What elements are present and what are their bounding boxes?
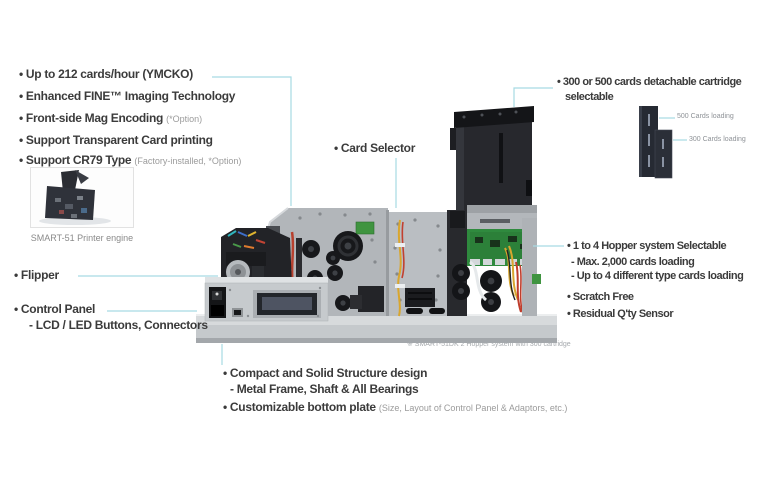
label-500-cards: 500 Cards loading xyxy=(677,113,734,120)
feature-mag-encoding-text: • Front-side Mag Encoding xyxy=(19,111,164,125)
label-control-panel-sub: - LCD / LED Buttons, Connectors xyxy=(29,318,208,332)
printer-machine-photo xyxy=(196,106,557,343)
feature-cr79: • Support CR79 Type (Factory-installed, … xyxy=(19,154,241,168)
label-300-cards: 300 Cards loading xyxy=(689,136,746,143)
feature-fine-imaging: • Enhanced FINE™ Imaging Technology xyxy=(19,89,236,103)
card-cartridge-tower xyxy=(450,106,534,212)
label-cartridge-line1: • 300 or 500 cards detachable cartridge xyxy=(557,76,742,88)
label-scratch-free: • Scratch Free xyxy=(567,291,634,303)
feature-cards-per-hour: • Up to 212 cards/hour (YMCKO) xyxy=(19,67,193,81)
label-bottom-plate-note: (Size, Layout of Control Panel & Adaptor… xyxy=(378,403,568,413)
label-hopper-title: • 1 to 4 Hopper system Selectable xyxy=(567,240,727,252)
feature-cr79-text: • Support CR79 Type xyxy=(19,153,132,167)
label-card-selector: • Card Selector xyxy=(334,141,416,155)
feature-transparent-card: • Support Transparent Card printing xyxy=(19,133,213,147)
printer-engine-illustration xyxy=(39,170,111,225)
callout-line-cartridge xyxy=(513,87,553,107)
hopper-section xyxy=(447,205,541,316)
feature-mag-encoding-note: (*Option) xyxy=(166,114,203,124)
callout-line-cards-per-hour xyxy=(212,76,292,206)
machine-caption: ※ SMART-51DK 2 Hopper system with 300 ca… xyxy=(407,341,571,348)
cartridge-500-image xyxy=(639,106,658,177)
label-hopper-sub1: - Max. 2,000 cards loading xyxy=(571,256,695,268)
lcd-display xyxy=(253,290,321,318)
label-control-panel: • Control Panel xyxy=(14,302,96,316)
label-bottom-plate: • Customizable bottom plate (Size, Layou… xyxy=(223,401,567,415)
label-structure-sub: - Metal Frame, Shaft & All Bearings xyxy=(230,382,419,396)
control-panel xyxy=(204,277,329,322)
label-residual-sensor: • Residual Q'ty Sensor xyxy=(567,308,674,320)
label-cartridge-line2: selectable xyxy=(565,91,614,103)
printer-engine-photo xyxy=(30,167,134,228)
feature-cr79-note: (Factory-installed, *Option) xyxy=(134,156,242,166)
flipper-mechanism xyxy=(221,228,292,286)
label-flipper: • Flipper xyxy=(14,268,59,282)
feature-mag-encoding: • Front-side Mag Encoding (*Option) xyxy=(19,112,202,126)
label-hopper-sub2: - Up to 4 different type cards loading xyxy=(571,270,744,282)
label-bottom-plate-text: • Customizable bottom plate xyxy=(223,400,376,414)
label-structure-design: • Compact and Solid Structure design xyxy=(223,366,428,380)
cartridge-images xyxy=(639,106,673,179)
engine-image-caption: SMART-51 Printer engine xyxy=(30,233,134,243)
cartridge-300-image xyxy=(654,129,673,179)
card-selector-section xyxy=(386,210,447,317)
